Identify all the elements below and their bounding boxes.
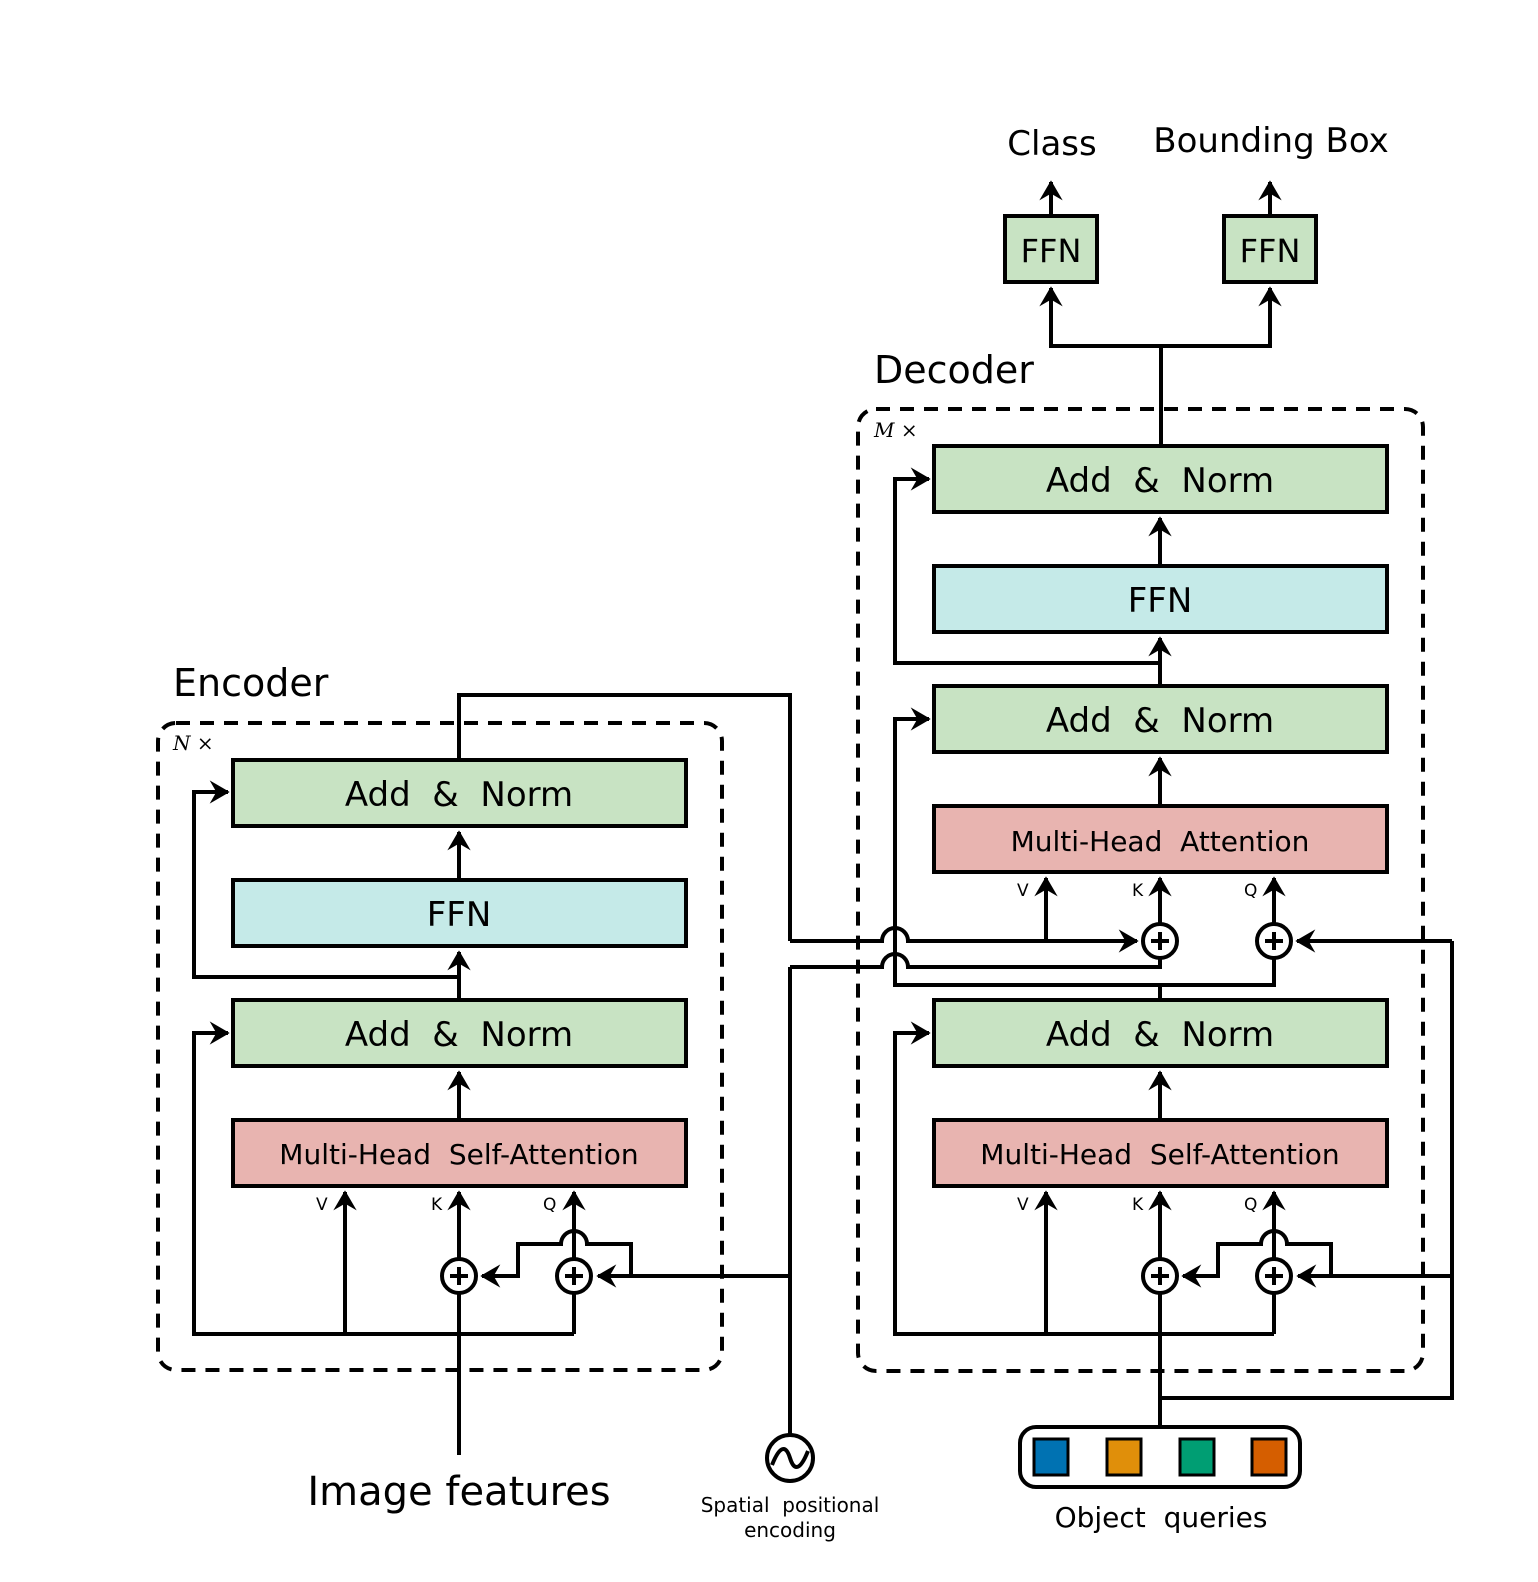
object-queries-container (1018, 1425, 1302, 1489)
dec-self-v-label: V (1017, 1195, 1029, 1215)
decoder-add-norm-mid (932, 684, 1389, 754)
object-queries: Object queries (1018, 1425, 1302, 1534)
decoder-add-norm-top-label: Add & Norm (1046, 461, 1274, 501)
encoder-title: Encoder (173, 661, 329, 705)
decoder-to-bbox-arrow (1161, 286, 1282, 348)
decoder-to-class-arrow (1039, 286, 1163, 445)
enc-residual-bottom (192, 1021, 574, 1336)
decoder-repeat-frame (856, 407, 1425, 1373)
encoder: Encoder N × Add & Norm FFN Add & Norm Mu… (156, 661, 792, 1455)
decoder-title: Decoder (874, 348, 1034, 392)
decoder-self-attention-label: Multi-Head Self-Attention (980, 1138, 1339, 1171)
dec-cross-v-label: V (1017, 881, 1029, 901)
encoder-memory-to-cross-k (790, 926, 1139, 953)
encoder-self-attention-label: Multi-Head Self-Attention (279, 1138, 638, 1171)
pos-enc-label-line2: encoding (744, 1518, 836, 1542)
dec-cross-k-add-node (1141, 922, 1179, 960)
dec-cross-k-label: K (1132, 881, 1144, 901)
enc-k-label: K (431, 1195, 443, 1215)
query-orange (1105, 1437, 1143, 1477)
dec-self-k-add-node (1141, 1257, 1179, 1295)
bounding-box-label: Bounding Box (1153, 121, 1388, 161)
pos-enc-label-line1: Spatial positional (701, 1493, 880, 1517)
decoder-add-norm-top (932, 444, 1389, 514)
decoder-add-norm-bottom (932, 998, 1389, 1068)
dec-self-q-label: Q (1244, 1195, 1257, 1215)
decoder-add-norm-bottom-label: Add & Norm (1046, 1015, 1274, 1055)
dec-cross-q-label: Q (1244, 881, 1257, 901)
class-label: Class (1007, 124, 1096, 164)
decoder-repeat-label: M × (873, 418, 918, 442)
decoder-add-norm-mid-label: Add & Norm (1046, 701, 1274, 741)
bbox-ffn-label: FFN (1240, 232, 1301, 270)
query-red (1250, 1437, 1288, 1477)
class-ffn-label: FFN (1021, 232, 1082, 270)
encoder-add-norm-bottom (231, 998, 688, 1068)
pos-enc-to-cross-k (790, 952, 1162, 969)
enc-q-label: Q (543, 1195, 556, 1215)
class-ffn-box (1003, 214, 1099, 284)
dec-self-q-add-node (1255, 1257, 1293, 1295)
query-blue (1032, 1437, 1070, 1477)
decoder-self-attention (932, 1118, 1389, 1188)
decoder: Decoder M × Add & Norm FFN Add & Norm Mu… (790, 348, 1454, 1425)
encoder-add-norm-top-label: Add & Norm (345, 775, 573, 815)
enc-residual-top (192, 780, 459, 979)
dec-state-to-cross-q (895, 959, 1276, 987)
encoder-ffn (231, 878, 688, 948)
encoder-ffn-label: FFN (427, 895, 492, 935)
decoder-cross-attention-label: Multi-Head Attention (1011, 825, 1310, 858)
enc-q-add-node (555, 1257, 593, 1295)
encoder-add-norm-top (231, 758, 688, 828)
object-queries-label: Object queries (1055, 1501, 1268, 1534)
query-green (1178, 1437, 1216, 1477)
dec-residual-bottom (893, 1021, 1274, 1336)
dec-residual-top (893, 467, 1160, 665)
bbox-ffn-box (1222, 214, 1318, 284)
encoder-repeat-label: N × (172, 731, 214, 755)
encoder-self-attention (231, 1118, 688, 1188)
encoder-repeat-frame (156, 721, 724, 1372)
image-features-label: Image features (307, 1469, 610, 1515)
dec-cross-q-add-node (1255, 922, 1293, 960)
enc-pos-to-k-arrow (480, 1229, 633, 1288)
dec-self-k-label: K (1132, 1195, 1144, 1215)
decoder-ffn (932, 564, 1389, 634)
query-outer-loop (1160, 941, 1454, 1400)
positional-encoding: Spatial positional encoding (701, 967, 880, 1542)
enc-k-add-node (440, 1257, 478, 1295)
enc-v-label: V (316, 1195, 328, 1215)
decoder-cross-attention (932, 804, 1389, 874)
queries-to-self-k-arrow (1181, 1229, 1333, 1288)
encoder-add-norm-bottom-label: Add & Norm (345, 1015, 573, 1055)
output-heads: Class Bounding Box FFN FFN (1003, 121, 1389, 445)
decoder-ffn-label: FFN (1128, 581, 1193, 621)
encoder-output-line (457, 693, 792, 941)
